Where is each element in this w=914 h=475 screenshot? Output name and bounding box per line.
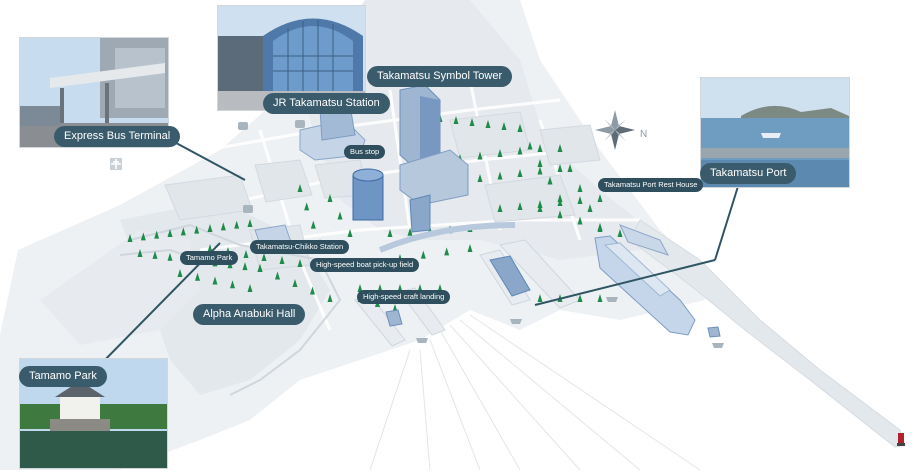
tree (444, 247, 450, 256)
tree (485, 120, 491, 128)
tree (167, 252, 173, 261)
tree (597, 294, 603, 302)
tree (577, 216, 583, 225)
tree (517, 146, 523, 155)
tree (557, 210, 563, 219)
high-speed-boat-pickup-label: High-speed boat pick-up field (310, 258, 420, 272)
tree (234, 220, 240, 229)
tree (140, 232, 146, 241)
tree (467, 244, 473, 252)
ferry-ship (594, 235, 696, 336)
tree (537, 294, 543, 302)
tree (557, 144, 563, 152)
takamatsu-symbol-tower-label: Takamatsu Symbol Tower (367, 66, 513, 87)
tree (207, 224, 213, 232)
tree (347, 229, 353, 237)
tree (304, 202, 310, 211)
tree (247, 219, 253, 227)
tree (243, 250, 249, 258)
tree (617, 229, 623, 237)
tree (212, 276, 218, 285)
tree (207, 244, 213, 252)
tree (517, 169, 523, 177)
tree (469, 118, 475, 126)
tree (537, 144, 543, 152)
tree (279, 256, 285, 264)
tree (537, 204, 543, 212)
tree (517, 124, 523, 132)
tree (577, 184, 583, 192)
tree (557, 164, 563, 172)
tree (567, 164, 573, 172)
tree (453, 116, 459, 124)
takamatsu-port-label: Takamatsu Port (700, 163, 797, 184)
tree (387, 229, 393, 237)
small-boats (385, 309, 721, 338)
tree (497, 171, 503, 180)
tree (230, 280, 235, 289)
tree (242, 262, 248, 271)
tree (497, 204, 503, 212)
north-letter: N (640, 129, 647, 140)
express-bus-terminal-label: Express Bus Terminal (54, 126, 181, 147)
tree (587, 204, 593, 212)
alpha-anabuki-hall-label: Alpha Anabuki Hall (193, 304, 306, 325)
tree (420, 250, 426, 259)
tree (477, 151, 483, 160)
breakwater (629, 219, 906, 448)
tree (577, 196, 583, 204)
tree (297, 259, 303, 267)
tree (261, 253, 267, 261)
lighthouse-icon (897, 433, 905, 446)
tree (220, 222, 226, 231)
tree (597, 224, 603, 232)
tree (127, 234, 133, 242)
tree (501, 122, 507, 130)
tree (597, 194, 603, 202)
tamamo-park-label: Tamamo Park (19, 366, 107, 387)
compass-rose-icon (595, 110, 635, 150)
ferry-icon (416, 297, 724, 348)
sea-lines (369, 314, 701, 471)
tree (517, 202, 523, 210)
tree (310, 220, 316, 229)
tree (297, 184, 303, 192)
tamamo-park-small-label: Tamamo Park (180, 251, 239, 265)
tree (257, 264, 263, 272)
tree (327, 294, 333, 302)
tree (537, 166, 543, 175)
tree (167, 229, 173, 237)
tree (152, 250, 158, 259)
tree (537, 159, 543, 167)
tree (497, 149, 503, 157)
tree (154, 230, 160, 239)
bus-stop-label: Bus stop (344, 145, 386, 159)
tree (310, 286, 315, 295)
high-speed-craft-landing-label: High-speed craft landing (357, 290, 451, 304)
tree (337, 211, 343, 220)
tree (180, 227, 186, 236)
jr-takamatsu-station-label: JR Takamatsu Station (263, 93, 390, 114)
jr-takamatsu-station-photo (217, 5, 366, 111)
tree (177, 269, 183, 277)
tree (547, 176, 553, 185)
tree (194, 225, 200, 234)
tree (275, 271, 280, 280)
tree (407, 227, 413, 236)
takamatsu-port-rest-house-label: Takamatsu Port Rest House (598, 178, 704, 192)
airplane-icon (110, 158, 122, 170)
tree (577, 294, 583, 302)
takamatsu-chikko-station-label: Takamatsu-Chikko Station (250, 240, 350, 254)
tree (195, 272, 200, 281)
bus-icon (238, 120, 305, 213)
tree (137, 249, 143, 257)
tree (327, 194, 333, 202)
tree (292, 279, 298, 287)
tree (477, 174, 483, 182)
tree (247, 284, 253, 292)
tree (527, 141, 533, 150)
tree (557, 198, 563, 206)
